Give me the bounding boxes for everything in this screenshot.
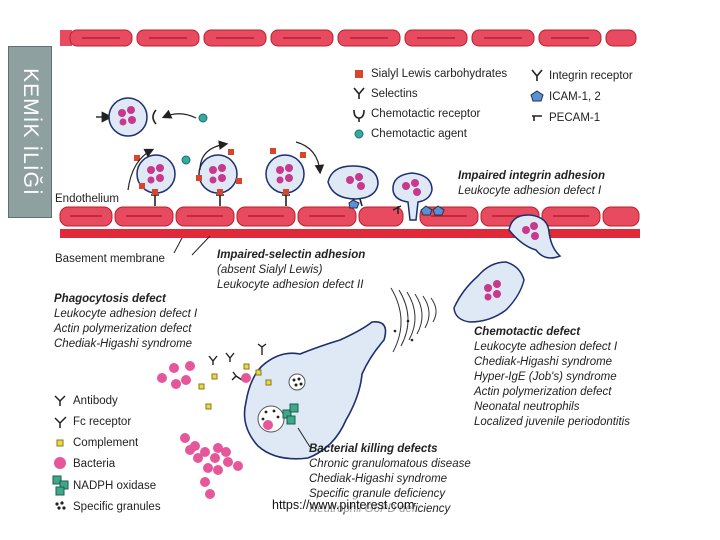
legend-top-icons <box>353 69 544 139</box>
watermark-url[interactable]: https://www.pinterest.com <box>272 498 415 512</box>
side-tab: KEMİK İLİĞİ <box>8 46 52 218</box>
legend-specific-granules: Specific granules <box>73 501 161 513</box>
side-tab-label: KEMİK İLİĞİ <box>19 68 42 196</box>
basement-membrane-band <box>60 229 640 238</box>
legend-nadph-oxidase: NADPH oxidase <box>73 480 157 492</box>
legend-fc-receptor: Fc receptor <box>73 416 132 428</box>
phagocytosis-defect-item: Chediak-Higashi syndrome <box>54 338 193 350</box>
selectin-pointer <box>191 235 211 256</box>
free-neutrophil <box>96 97 208 137</box>
basement-pointer <box>173 237 183 254</box>
chemotactic-defect-item: Localized juvenile periodontitis <box>474 416 630 428</box>
nadph-oxidase-icon <box>52 475 69 496</box>
emigrated-neutrophil <box>508 214 562 259</box>
endothelium-label: Endothelium <box>55 193 119 205</box>
impaired-selectin-block: Impaired-selectin adhesion (absent Sialy… <box>217 248 365 293</box>
rolling-neutrophils <box>127 140 325 206</box>
endothelium-cell-row <box>59 206 640 227</box>
chemotactic-defect-item: Leukocyte adhesion defect I <box>474 341 618 353</box>
killing-pointer <box>297 427 311 448</box>
chemotactic-defect-item: Hyper-IgE (Job's) syndrome <box>474 371 617 383</box>
fc-receptor-icon <box>54 416 67 428</box>
phagocytosing-neutrophil <box>198 321 387 460</box>
complement-icon <box>56 439 64 447</box>
legend-integrin-receptor: Integrin receptor <box>549 70 633 82</box>
phagocytosis-defect-item: Leukocyte adhesion defect I <box>54 308 198 320</box>
integrin-receptor-icon <box>531 69 543 81</box>
selectin-icon <box>353 87 365 99</box>
pecam-icon <box>532 115 542 121</box>
antibody-icon <box>54 395 66 406</box>
legend-pecam: PECAM-1 <box>549 112 601 124</box>
impaired-selectin-title: Impaired-selectin adhesion <box>217 249 366 261</box>
impaired-selectin-item: Leukocyte adhesion defect II <box>217 279 364 291</box>
specific-granules-icon <box>55 501 66 510</box>
chemotactic-defect-item: Neonatal neutrophils <box>474 401 580 413</box>
legend-icam: ICAM-1, 2 <box>549 91 601 103</box>
impaired-integrin-title: Impaired integrin adhesion <box>458 170 605 182</box>
impaired-integrin-block: Impaired integrin adhesion Leukocyte adh… <box>458 169 605 199</box>
phagocytosis-defect-block: Phagocytosis defect Leukocyte adhesion d… <box>54 292 197 352</box>
basement-membrane-label: Basement membrane <box>55 253 165 265</box>
legend-selectins: Selectins <box>371 88 418 100</box>
chemotactic-receptor-icon <box>353 109 365 122</box>
impaired-integrin-item: Leukocyte adhesion defect I <box>458 185 602 197</box>
bacterial-killing-item: Chediak-Higashi syndrome <box>309 473 448 485</box>
chemotactic-defect-block: Chemotactic defect Leukocyte adhesion de… <box>474 325 630 430</box>
chemotactic-defect-title: Chemotactic defect <box>474 326 581 338</box>
bacteria-icon <box>54 457 66 469</box>
phagocytosis-defect-title: Phagocytosis defect <box>54 293 166 305</box>
legend-bacteria: Bacteria <box>73 458 116 470</box>
chemotaxing-neutrophil <box>390 261 525 353</box>
legend-bottom-icons <box>52 395 69 510</box>
bacterial-killing-item: Specific granule deficiency <box>309 488 446 500</box>
legend-complement: Complement <box>73 437 139 449</box>
upper-vessel-rbc-row <box>60 29 637 47</box>
icam-icon <box>530 90 544 102</box>
bacterial-killing-title: Bacterial killing defects <box>309 443 438 455</box>
chemotactic-agent-icon <box>354 129 364 139</box>
legend-chemotactic-agent: Chemotactic agent <box>371 128 467 140</box>
phagocytosis-defect-item: Actin polymerization defect <box>54 323 192 335</box>
chemotactic-defect-item: Actin polymerization defect <box>474 386 612 398</box>
bacteria-cluster <box>157 361 251 499</box>
impaired-selectin-item: (absent Sialyl Lewis) <box>217 264 323 276</box>
sialyl-lewis-icon <box>355 70 363 78</box>
bacterial-killing-item: Chronic granulomatous disease <box>309 458 471 470</box>
adhering-neutrophils <box>327 165 445 221</box>
chemotactic-defect-item: Chediak-Higashi syndrome <box>474 356 613 368</box>
legend-sialyl-lewis: Sialyl Lewis carbohydrates <box>371 68 508 80</box>
legend-chemotactic-receptor: Chemotactic receptor <box>371 108 481 120</box>
legend-antibody: Antibody <box>73 395 118 407</box>
